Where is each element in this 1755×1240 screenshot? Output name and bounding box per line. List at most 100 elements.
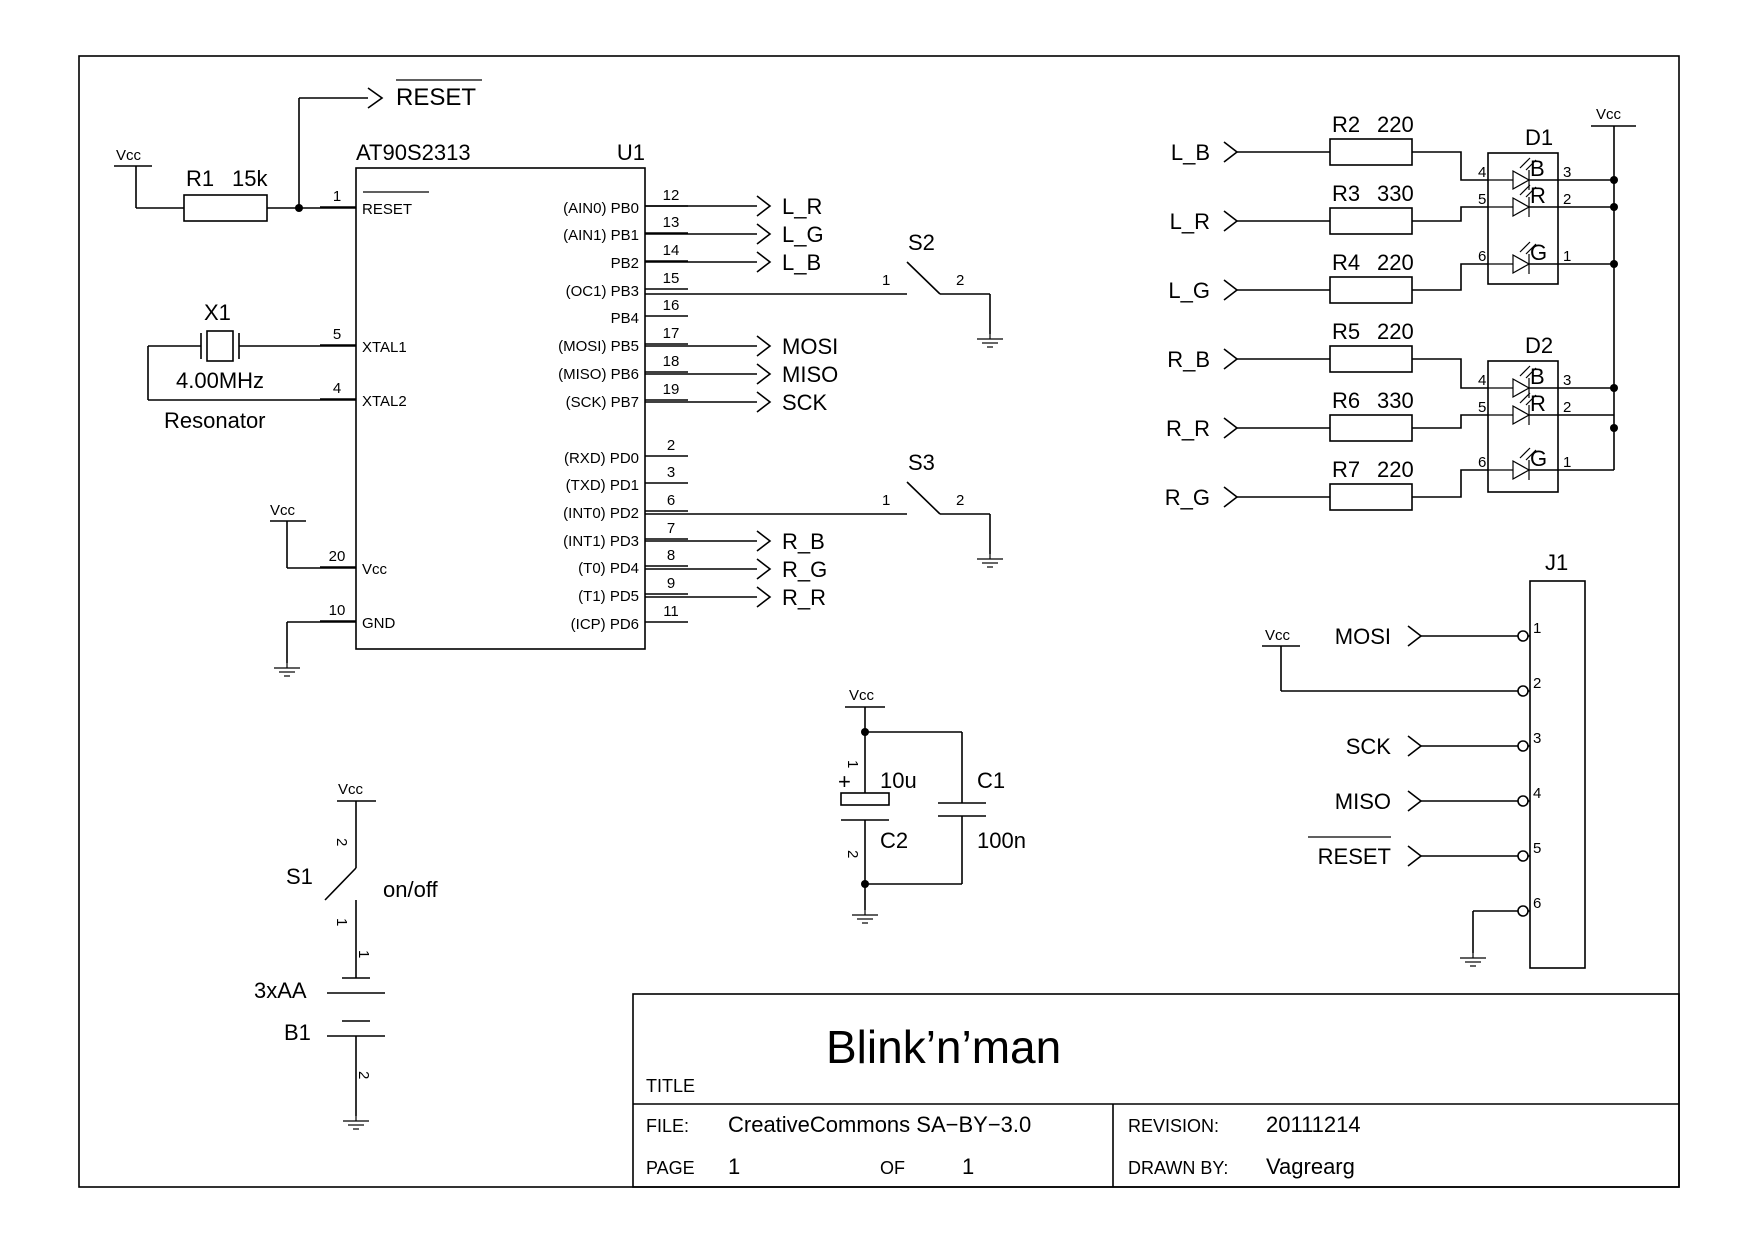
u1-left-pin-number: 5 bbox=[333, 326, 341, 343]
u1-right-pin-name: (TXD) PD1 bbox=[566, 477, 639, 494]
j1-pin-number: 1 bbox=[1533, 620, 1541, 637]
u1-reference: U1 bbox=[617, 140, 645, 165]
led-pin-out: 1 bbox=[1563, 454, 1571, 471]
vcc-symbol-label: Vcc bbox=[849, 687, 875, 704]
c2-reference: C2 bbox=[880, 828, 908, 853]
j1-pin-number: 6 bbox=[1533, 895, 1541, 912]
c2-value: 10u bbox=[880, 768, 917, 793]
d2-package bbox=[1487, 360, 1559, 493]
s1-pin-2: 2 bbox=[333, 838, 350, 846]
s3-pin-1: 1 bbox=[882, 492, 890, 509]
ground-icon bbox=[273, 662, 301, 677]
u1-right-pin-name: (INT0) PD2 bbox=[563, 505, 639, 522]
j1-pin-number: 4 bbox=[1533, 785, 1541, 802]
vcc-symbol-label: Vcc bbox=[338, 781, 364, 798]
led-resistor-value: 330 bbox=[1377, 181, 1414, 206]
led-input-arrow bbox=[1223, 417, 1239, 439]
led-pin-out: 2 bbox=[1563, 191, 1571, 208]
j1-pin-number: 2 bbox=[1533, 675, 1541, 692]
u1-left-pin-name: XTAL1 bbox=[362, 339, 407, 356]
u1-right-pin-number: 14 bbox=[663, 242, 680, 259]
net-label-r-r: R_R bbox=[782, 585, 826, 610]
led-resistor-wire bbox=[1412, 469, 1488, 498]
d1-reference: D1 bbox=[1525, 125, 1553, 150]
of-value: 1 bbox=[962, 1154, 974, 1179]
x1-reference: X1 bbox=[204, 300, 231, 325]
c1-value: 100n bbox=[977, 828, 1026, 853]
file-label: FILE: bbox=[646, 1116, 689, 1136]
u1-right-pin-number: 11 bbox=[663, 603, 679, 620]
x1-description: Resonator bbox=[164, 408, 266, 433]
power-section: Vcc S1 on/off 2 1 3xAA B1 1 2 bbox=[254, 781, 439, 1130]
u1-right-pin-name: (OC1) PB3 bbox=[566, 283, 639, 300]
led-color-label: B bbox=[1530, 364, 1545, 389]
led-input-arrow bbox=[1223, 210, 1239, 232]
s2-pin-2: 2 bbox=[956, 272, 964, 289]
led-input-net-label: L_B bbox=[1171, 140, 1210, 165]
s2-reference: S2 bbox=[908, 230, 935, 255]
j1-pin-circle bbox=[1517, 630, 1529, 642]
u1-right-pin-number: 16 bbox=[663, 297, 680, 314]
of-label: OF bbox=[880, 1158, 905, 1178]
led-pin-out: 3 bbox=[1563, 164, 1571, 181]
drawn-by-value: Vagrearg bbox=[1266, 1154, 1355, 1179]
u1-right-pin-number: 3 bbox=[667, 464, 675, 481]
net-label-sck: SCK bbox=[782, 390, 828, 415]
s1-reference: S1 bbox=[286, 864, 313, 889]
d2-reference: D2 bbox=[1525, 333, 1553, 358]
c2-polarity-plus: + bbox=[838, 769, 851, 794]
j1-pin-circle bbox=[1517, 740, 1529, 752]
s2-pin-1: 1 bbox=[882, 272, 890, 289]
title-label: TITLE bbox=[646, 1076, 695, 1096]
j1-reference: J1 bbox=[1545, 550, 1568, 575]
j1-signal-reset: RESET bbox=[1318, 844, 1391, 869]
led-color-label: G bbox=[1530, 240, 1547, 265]
vcc-symbol-label: Vcc bbox=[1265, 627, 1291, 644]
c2-pin-2: 2 bbox=[844, 850, 861, 858]
u1-right-pin-number: 9 bbox=[667, 575, 675, 592]
u1-right-pin-name: (INT1) PD3 bbox=[563, 533, 639, 550]
vcc-symbol-label: Vcc bbox=[1596, 106, 1622, 123]
led-resistor-reference: R4 bbox=[1332, 250, 1360, 275]
led-pin-in: 4 bbox=[1478, 164, 1486, 181]
led-input-net-label: R_R bbox=[1166, 416, 1210, 441]
led-pin-in: 5 bbox=[1478, 191, 1486, 208]
led-input-arrow bbox=[1223, 348, 1239, 370]
u1-right-pin-name: (RXD) PD0 bbox=[564, 450, 639, 467]
ground-icon bbox=[342, 1115, 370, 1130]
led-input-net-label: L_R bbox=[1170, 209, 1210, 234]
led-color-label: R bbox=[1530, 183, 1546, 208]
net-label-miso: MISO bbox=[782, 362, 838, 387]
led-resistor-value: 330 bbox=[1377, 388, 1414, 413]
u1-right-pin-number: 8 bbox=[667, 547, 675, 564]
j1-pin-circle bbox=[1517, 850, 1529, 862]
c2-capacitor-body bbox=[840, 792, 890, 806]
led-resistor bbox=[1329, 138, 1413, 166]
led-resistor bbox=[1329, 207, 1413, 235]
u1-right-pin-name: (MISO) PB6 bbox=[558, 366, 639, 383]
u1-left-pin-name: RESET bbox=[362, 201, 412, 218]
u1-right-pin-number: 6 bbox=[667, 492, 675, 509]
led-pin-in: 4 bbox=[1478, 372, 1486, 389]
x1-resonator: X1 4.00MHz Resonator bbox=[147, 300, 356, 433]
s3-switch: S3 1 2 bbox=[645, 450, 1004, 568]
page-value: 1 bbox=[728, 1154, 740, 1179]
s1-pin-1: 1 bbox=[333, 918, 350, 926]
r1-value: 15k bbox=[232, 166, 268, 191]
led-resistor-reference: R3 bbox=[1332, 181, 1360, 206]
j1-pin-circle bbox=[1517, 905, 1529, 917]
net-label-mosi: MOSI bbox=[782, 334, 838, 359]
s2-switch: S2 1 2 bbox=[645, 230, 1004, 348]
led-resistor bbox=[1329, 276, 1413, 304]
j1-pin-circle bbox=[1517, 795, 1529, 807]
led-resistor-wire bbox=[1412, 358, 1488, 389]
u1-left-pin-number: 20 bbox=[329, 548, 346, 565]
net-label-r-b: R_B bbox=[782, 529, 825, 554]
page-label: PAGE bbox=[646, 1158, 695, 1178]
c1-reference: C1 bbox=[977, 768, 1005, 793]
u1-right-pin-name: (SCK) PB7 bbox=[566, 394, 639, 411]
led-input-net-label: R_G bbox=[1165, 485, 1210, 510]
